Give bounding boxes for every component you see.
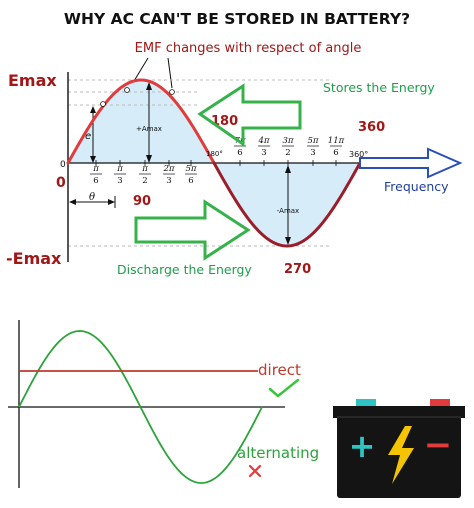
theta-label: θ — [89, 192, 95, 203]
caption-pointer-right — [167, 57, 173, 89]
discharge-energy-label: Discharge the Energy — [117, 262, 252, 277]
battery-terminal-positive — [356, 399, 376, 408]
plus-amax-label: +Amax — [136, 125, 162, 133]
angle-fraction-numerator: π — [92, 164, 99, 174]
angle-fraction-7: 4π3 — [258, 136, 270, 166]
battery-minus-sign: − — [424, 425, 453, 465]
angle-fraction-9: 5π3 — [307, 136, 319, 166]
angle-fraction-2: π3 — [114, 160, 126, 186]
curve-marker-2 — [124, 87, 130, 93]
lower-half-fill — [214, 163, 360, 246]
check-icon — [268, 378, 300, 398]
angle-fraction-numerator: 2π — [163, 164, 175, 174]
angle-fraction-denominator: 3 — [261, 148, 266, 158]
stores-energy-label: Stores the Energy — [323, 80, 435, 95]
angle-fraction-denominator: 2 — [142, 176, 147, 186]
minus-amax-label: -Amax — [277, 207, 299, 215]
deg-180-small-label: 180° — [206, 150, 223, 158]
battery-plus-sign: + — [349, 427, 376, 465]
alternating-label: alternating — [237, 444, 319, 462]
deg-360-small-label: 360° — [349, 150, 368, 159]
blue-arrow-icon-frequency — [359, 147, 463, 179]
emax-label: Emax — [8, 71, 57, 90]
e-arrowhead-bottom — [90, 156, 96, 163]
angle-fraction-3: π2 — [139, 160, 151, 186]
lightning-bolt-icon — [388, 426, 414, 484]
battery-body — [337, 416, 461, 498]
angle-fraction-denominator: 6 — [237, 148, 242, 158]
battery-icon: + − — [333, 399, 465, 498]
e-label: e — [85, 131, 91, 142]
theta-arrowhead-right — [108, 199, 115, 205]
sine-wave-negative-half — [212, 161, 362, 248]
angle-fraction-denominator: 3 — [310, 148, 315, 158]
emf-caption: EMF changes with respect of angle — [135, 41, 362, 56]
angle-fraction-numerator: 3π — [283, 136, 294, 146]
upper-half-fill — [68, 80, 214, 163]
battery-lid — [333, 406, 465, 418]
angle-fraction-numerator: 11π — [328, 136, 345, 146]
frequency-label: Frequency — [384, 179, 449, 194]
angle-fraction-5: 5π6 — [185, 160, 197, 186]
direct-label: direct — [258, 361, 301, 379]
zero-big-label: 0 — [56, 175, 66, 191]
alternating-current-wave — [18, 330, 263, 484]
angle-fraction-numerator: π — [116, 164, 123, 174]
angle-fraction-numerator: 5π — [308, 136, 319, 146]
green-arrow-icon-discharge — [134, 199, 251, 261]
angle-fraction-denominator: 2 — [285, 148, 290, 158]
value-180: 180 — [211, 114, 238, 129]
theta-arrowhead-left — [69, 199, 76, 205]
angle-fraction-denominator: 3 — [117, 176, 122, 186]
angle-fraction-denominator: 6 — [93, 176, 98, 186]
angle-fraction-denominator: 6 — [333, 148, 338, 158]
title: WHY AC CAN'T BE STORED IN BATTERY? — [64, 10, 410, 28]
value-270: 270 — [284, 262, 311, 277]
value-90: 90 — [133, 194, 151, 209]
plus-amax-arrowhead-bottom — [146, 155, 152, 163]
curve-marker-3 — [169, 89, 175, 95]
angle-fraction-4: 2π3 — [163, 160, 175, 186]
minus-amax-arrowhead-top — [285, 165, 291, 173]
neg-emax-label: -Emax — [6, 249, 62, 268]
angle-fraction-8: 3π2 — [282, 136, 294, 166]
green-arrow-icon-stores — [197, 83, 302, 147]
sine-wave-positive-half — [66, 78, 216, 165]
angle-fraction-numerator: 4π — [258, 136, 270, 146]
e-arrowhead-top — [90, 106, 96, 113]
minus-amax-arrowhead-bottom — [285, 237, 291, 245]
battery-terminal-negative — [430, 399, 450, 408]
angle-fraction-numerator: π — [141, 164, 148, 174]
cross-icon — [248, 464, 262, 478]
zero-small-label: 0 — [60, 160, 66, 170]
angle-fraction-denominator: 3 — [166, 176, 171, 186]
curve-marker-1 — [100, 101, 106, 107]
angle-fraction-denominator: 6 — [188, 176, 193, 186]
angle-fraction-numerator: 5π — [186, 164, 197, 174]
value-360: 360 — [358, 120, 385, 135]
angle-fraction-1: π6 — [90, 160, 102, 186]
plus-amax-arrowhead-top — [146, 82, 152, 90]
